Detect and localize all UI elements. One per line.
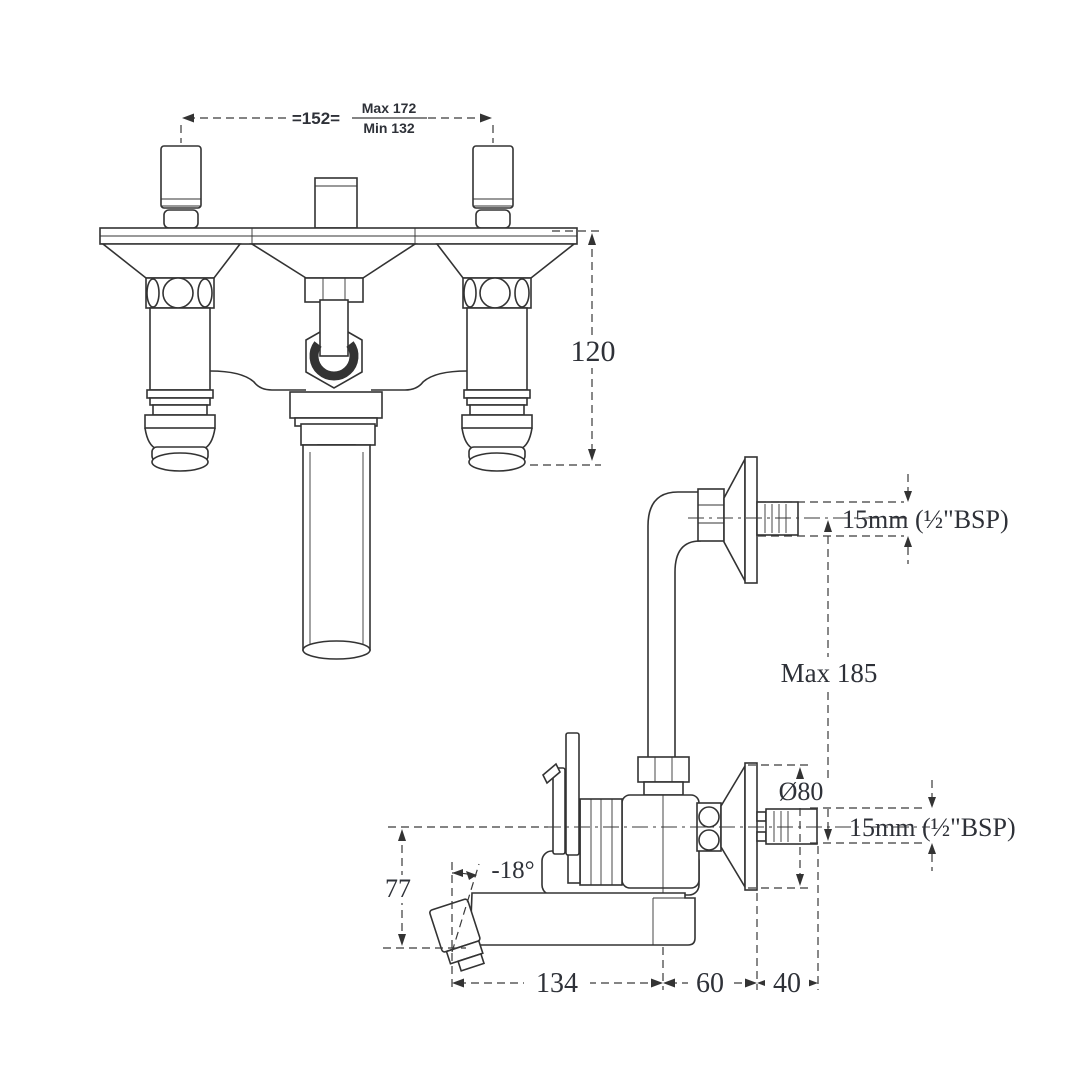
upper-wall-flange (697, 456, 799, 584)
spout-arm (429, 892, 696, 972)
right-shank (461, 389, 533, 472)
dim-bottom-connection: 15mm (½"BSP) (849, 813, 1016, 842)
dimensions: =152= Max 172 Min 132 120 15mm (½"BSP) M… (180, 100, 1016, 999)
dim-body-offset: 60 (696, 968, 724, 999)
dim-wall-offset: 40 (773, 968, 801, 999)
dim-center-distance-max: Max 172 (362, 100, 417, 116)
deck-plate (99, 227, 578, 245)
dim-spout-reach: 134 (536, 968, 578, 999)
dim-center-distance-min: Min 132 (363, 120, 415, 136)
diverter-stub (314, 177, 358, 229)
body-webs (209, 370, 468, 419)
left-valve-body (149, 307, 211, 391)
shower-column (294, 417, 378, 660)
right-valve-body (466, 307, 528, 391)
dim-spout-drop: 77 (385, 874, 411, 903)
right-cone (435, 243, 577, 279)
dim-spout-angle: -18° (491, 857, 534, 884)
dim-center-distance: =152= (292, 109, 340, 128)
dim-max-projection: Max 185 (781, 658, 878, 688)
right-union-rings (462, 277, 532, 309)
lever-handle (542, 732, 623, 886)
right-handle (472, 145, 514, 229)
dim-height-120: 120 (571, 335, 616, 368)
left-union-rings (145, 277, 215, 309)
left-cone (100, 243, 242, 279)
side-view (429, 456, 930, 972)
left-shank (144, 389, 216, 472)
center-hex-assembly (304, 277, 364, 389)
valve-top-hex (637, 756, 690, 796)
center-cone (249, 243, 418, 279)
dim-flange-diameter: Ø80 (779, 777, 824, 806)
dim-top-connection: 15mm (½"BSP) (842, 505, 1009, 534)
valve-body (621, 794, 700, 889)
left-handle (160, 145, 202, 229)
riser-pipe (647, 491, 701, 759)
front-view (99, 145, 578, 660)
